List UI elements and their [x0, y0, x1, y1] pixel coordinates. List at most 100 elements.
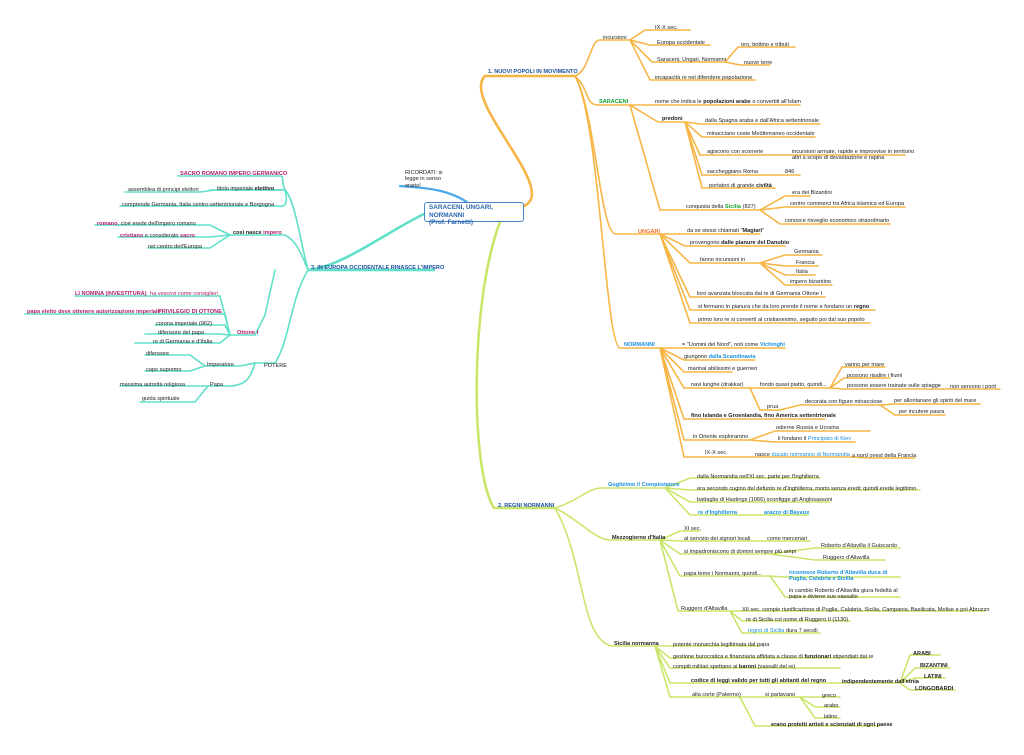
node-spiagge[interactable]: possono essere trainate sulle spiagge — [847, 383, 941, 389]
node-spagna[interactable]: dalla Spagna araba e dall'Africa settent… — [705, 118, 819, 124]
node-incursioni[interactable]: incursioni — [603, 35, 627, 41]
node-ruggero-alt[interactable]: Ruggero d'Altavilla — [823, 555, 870, 561]
node-sicilia-normanna[interactable]: Sicilia normanna — [614, 641, 659, 647]
node-difensore-papa[interactable]: difensore del papa — [158, 330, 205, 336]
node-francia[interactable]: Francia — [796, 260, 815, 266]
branch-1-title[interactable]: 1. NUOVI POPOLI IN MOVIMENTO — [488, 69, 578, 75]
node-investitura[interactable]: LI NOMINA (INVESTITURA) — [75, 291, 147, 297]
branch-2-title[interactable]: 2. REGNI NORMANNI — [498, 503, 555, 509]
node-scorrerie[interactable]: agiscono con scorrerie — [707, 149, 764, 155]
node-mezzogiorno[interactable]: Mezzogiorno d'Italia — [612, 535, 666, 541]
node-marinai[interactable]: marinai abilissimi e guerrieri — [688, 366, 758, 372]
node-monarchia[interactable]: potente monarchia legittimata dal papa — [673, 642, 770, 648]
node-impero-biz[interactable]: impero bizantino — [790, 279, 832, 285]
node-spiriti[interactable]: per allontanare gli spiriti del mare — [894, 398, 977, 404]
branch-3-title[interactable]: 3. IN EUROPA OCCIDENTALE RINASCE L'IMPER… — [311, 265, 445, 271]
node-potere[interactable]: POTERE — [264, 363, 288, 369]
node-papa[interactable]: Papa — [210, 382, 224, 388]
node-longobardi[interactable]: LONGOBARDI — [915, 686, 954, 692]
node-compiti[interactable]: compiti militari spettano ai baroni (vas… — [673, 664, 796, 670]
node-xi[interactable]: XI sec. — [684, 526, 702, 532]
node-regno-sicilia[interactable]: regno di Sicilia dura 7 secoli — [748, 628, 818, 634]
node-impadroniscono[interactable]: si impadroniscono di domini sempre più a… — [684, 549, 796, 555]
node-ix-x[interactable]: IX-X sec. — [655, 25, 678, 31]
node-incapacita[interactable]: incapacità re nel difendere popolazione — [655, 75, 753, 81]
node-ottone[interactable]: Ottone I — [237, 330, 259, 336]
node-privilegio[interactable]: PRIVILEGIO DI OTTONE — [158, 309, 222, 315]
node-porti[interactable]: non servono i porti — [950, 384, 997, 390]
node-xii[interactable]: XII sec. compie riunificazione di Puglia… — [742, 607, 990, 613]
node-846[interactable]: 846 — [785, 169, 795, 175]
node-uomini-nord[interactable]: = "Uomini del Nord", noti come Vichinghi — [682, 342, 785, 348]
node-cambio[interactable]: in cambio Roberto d'Altavilla giura fede… — [789, 588, 898, 601]
node-corte[interactable]: alla corte (Palermo) — [692, 692, 741, 698]
node-parlavano[interactable]: si parlavano — [765, 692, 796, 698]
node-guglielmo[interactable]: Guglielmo il Conquistatore — [608, 482, 680, 488]
node-fiumi[interactable]: possono risalire i fiumi — [847, 373, 903, 379]
node-autorita[interactable]: massima autorità religiosa — [120, 382, 185, 388]
node-servizio[interactable]: al servizio dei signori locali — [684, 536, 751, 542]
node-centro[interactable]: nel centro dell'Europa — [148, 244, 202, 250]
node-fondo[interactable]: fondo quasi piatto, quindi... — [760, 382, 827, 388]
node-ottone-blocca[interactable]: loro avanzata bloccata dal re di Germani… — [697, 291, 822, 297]
node-germania[interactable]: Germania — [794, 249, 819, 255]
node-guiscardo[interactable]: Roberto d'Altavilla il Guiscardo — [821, 543, 897, 549]
node-arabo[interactable]: arabo — [824, 703, 839, 709]
node-mercenari[interactable]: come mercenari — [767, 536, 808, 542]
node-sacro-romano[interactable]: SACRO ROMANO IMPERO GERMANICO — [180, 171, 288, 177]
node-predoni[interactable]: predoni — [662, 116, 683, 122]
node-comprende[interactable]: comprende Germania, Italia centro-setten… — [122, 202, 275, 208]
node-hastings[interactable]: battaglia di Hastings (1066) sconfigge g… — [697, 497, 833, 503]
node-sicilia-conquista[interactable]: conquista della Sicilia (827) — [686, 204, 756, 210]
node-arabi[interactable]: ARABI — [913, 651, 931, 657]
node-gestione[interactable]: gestione burocratica e finanziaria affid… — [673, 654, 874, 660]
node-ruggero[interactable]: Ruggero d'Altavilla — [681, 606, 728, 612]
node-vanno[interactable]: vanno per mare — [845, 362, 885, 368]
node-titolo[interactable]: titolo imperiale elettivo — [217, 186, 275, 192]
node-commerci[interactable]: centro commerci tra Africa islamica ed E… — [790, 201, 905, 207]
node-ixx-normanni[interactable]: IX-X sec. — [705, 450, 728, 456]
node-arazzo[interactable]: arazzo di Bayeux — [764, 510, 810, 516]
node-difensore[interactable]: difensore — [146, 351, 170, 357]
node-latini[interactable]: LATINI — [924, 674, 942, 680]
node-europa-occ[interactable]: Europa occidentale — [657, 40, 705, 46]
node-codice[interactable]: codice di leggi valido per tutti gli abi… — [691, 678, 827, 684]
node-kiev[interactable]: li fondano il Principato di Kiev — [778, 436, 852, 442]
node-indip[interactable]: indipendentemente dall'etnia — [842, 679, 919, 685]
node-terre[interactable]: nuove terre — [744, 60, 773, 66]
node-cosi-nasce[interactable]: così nasce impero — [233, 230, 282, 236]
node-fanno[interactable]: fanno incursioni in — [700, 257, 746, 263]
node-prua[interactable]: prua — [767, 404, 779, 410]
node-greco[interactable]: greco — [822, 693, 836, 699]
node-papa-eletto[interactable]: papa eletto deve ottenere autorizzazione… — [27, 309, 161, 315]
node-riconosce[interactable]: riconosce Roberto d'Altavilla duca di Pu… — [789, 570, 888, 583]
node-cristiano[interactable]: cristiano e considerato sacro — [120, 233, 195, 239]
node-regno[interactable]: si fermano in pianura che da loro prende… — [698, 304, 870, 310]
node-oriente[interactable]: in Oriente esplorarono — [693, 434, 749, 440]
node-magiari[interactable]: da se stessi chiamati "Magiari" — [687, 228, 765, 234]
node-incursioni-desc[interactable]: incursioni armate, rapide e improvvise i… — [792, 149, 915, 162]
node-ungari[interactable]: UNGARI — [638, 229, 661, 235]
node-giungono[interactable]: giungono dalla Scandinavia — [684, 354, 756, 360]
node-roma[interactable]: saccheggiano Roma — [707, 169, 758, 175]
node-oro[interactable]: oro, bottino e tributi — [741, 42, 789, 48]
node-islanda[interactable]: fino Islanda e Groenlandia, fino America… — [691, 413, 836, 419]
node-papa-teme[interactable]: papa teme i Normanni, quindi... — [684, 571, 762, 577]
node-civilta[interactable]: portatori di grande civiltà — [709, 183, 772, 189]
node-risveglio[interactable]: conosce risveglio economico straordinari… — [785, 218, 890, 224]
node-vescovi[interactable]: ha vescovi come consiglieri — [150, 291, 219, 297]
node-re-germania[interactable]: re di Germania e d'Italia — [153, 339, 213, 345]
node-re-ing[interactable]: re d'Inghilterra — [698, 510, 737, 516]
node-russia[interactable]: odierne Russia e Ucraina — [776, 425, 839, 431]
node-assemblea[interactable]: assemblea di principi elettori — [128, 187, 199, 193]
node-guida[interactable]: guida spirituale — [142, 396, 180, 402]
node-bizantini[interactable]: era dei Bizantini — [792, 190, 832, 196]
node-normanni[interactable]: NORMANNI — [624, 342, 655, 348]
node-nord-ovest[interactable]: a nord ovest della Francia — [852, 453, 917, 459]
node-decorata[interactable]: decorata con figure minacciose — [805, 399, 883, 405]
node-saraceni-nome[interactable]: nome che indica le popolazioni arabe o c… — [655, 99, 801, 105]
node-re-sicilia[interactable]: re di Sicilia col nome di Ruggero II (11… — [746, 617, 849, 623]
node-partire[interactable]: dalla Normandia nell'XI sec. parte per l… — [697, 474, 819, 480]
node-corona[interactable]: corona imperiale (962) — [156, 321, 212, 327]
node-ducato[interactable]: nasce ducato normanno di Normandia — [755, 452, 850, 458]
